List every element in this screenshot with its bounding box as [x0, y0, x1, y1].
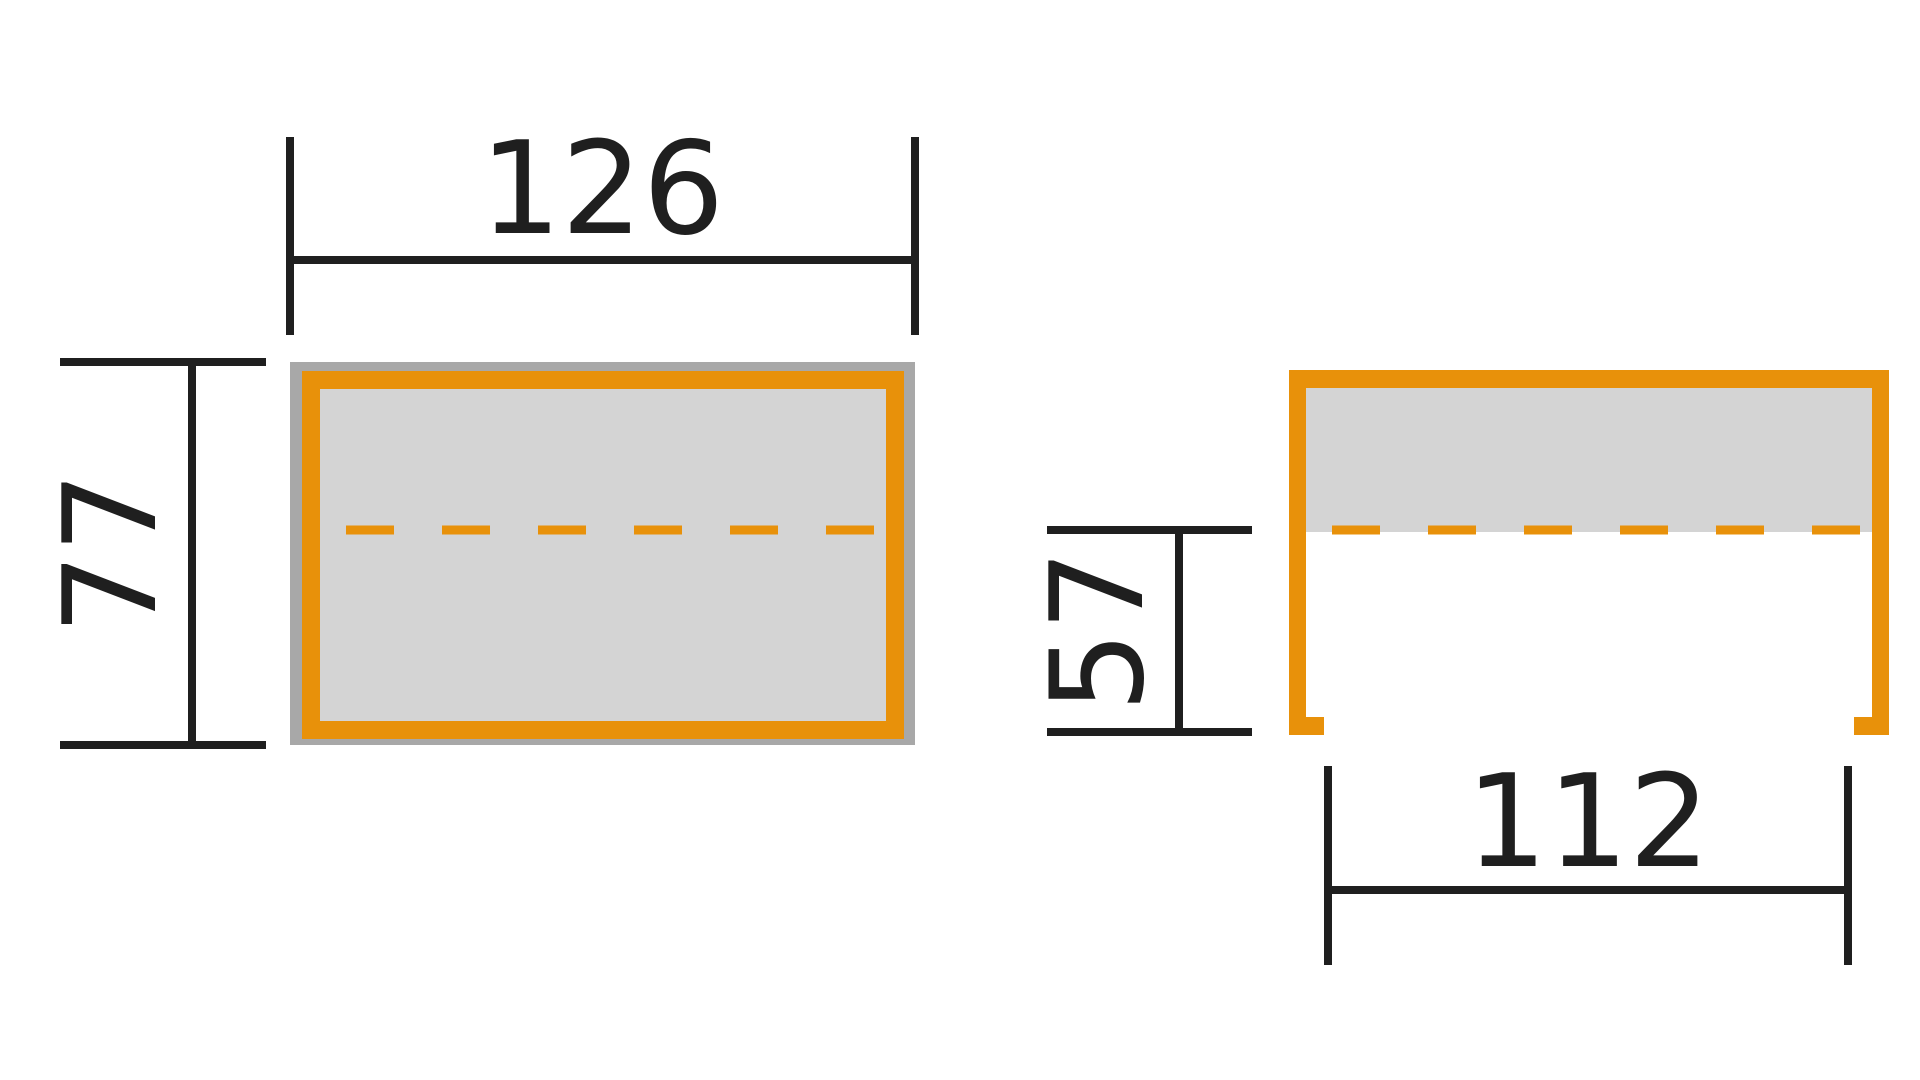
side-view: 57 112 — [1024, 370, 1889, 965]
side-view-width-dimension — [1324, 766, 1852, 965]
top-view-width-label: 126 — [480, 115, 724, 264]
side-view-frame — [1289, 370, 1889, 735]
side-view-leg-right — [1872, 370, 1889, 735]
side-view-height-label: 57 — [1024, 550, 1173, 713]
side-view-foot-right — [1854, 717, 1889, 735]
side-view-panel — [1296, 378, 1881, 532]
side-view-leg-left — [1289, 370, 1306, 735]
side-view-width-label: 112 — [1466, 748, 1710, 897]
top-view-height-label: 77 — [37, 472, 186, 635]
top-view-width-dimension — [286, 137, 919, 335]
side-view-height-dimension — [1047, 526, 1252, 736]
top-view-height-dimension — [60, 358, 266, 749]
top-view-frame — [302, 371, 904, 739]
side-view-foot-left — [1289, 717, 1324, 735]
side-view-top-bar — [1289, 370, 1889, 388]
top-view: 126 77 — [37, 115, 919, 749]
